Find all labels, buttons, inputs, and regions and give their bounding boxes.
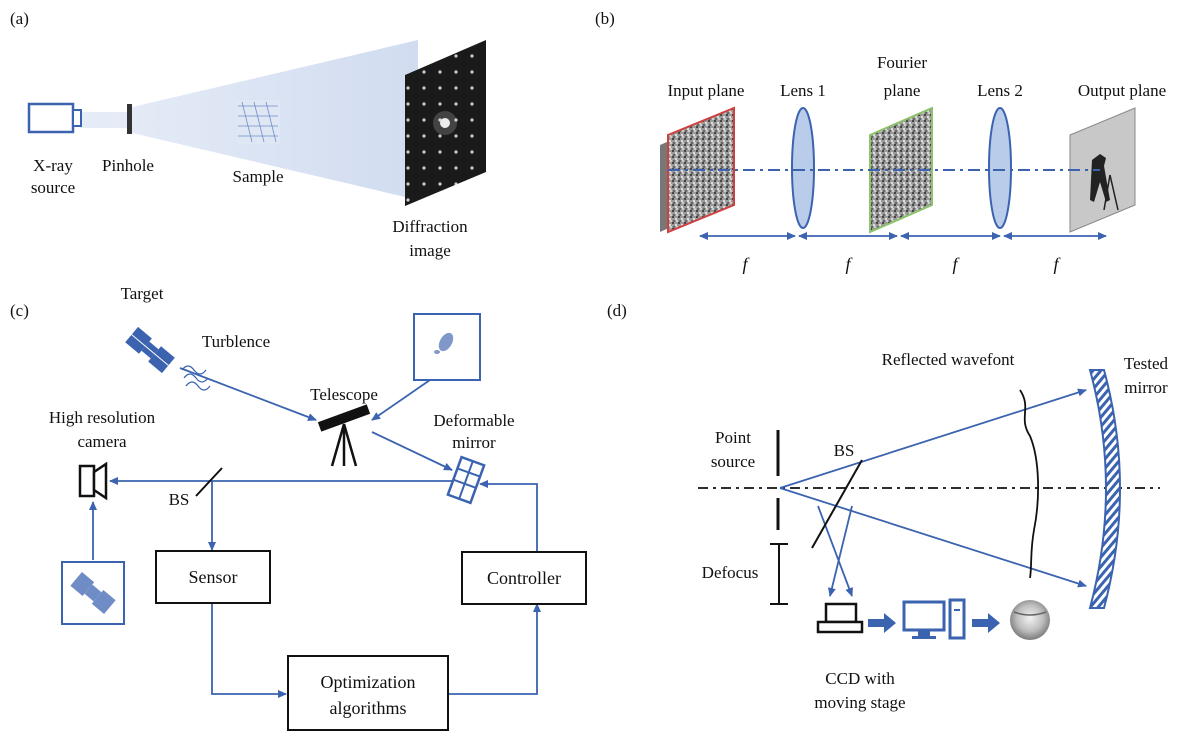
bs-label-c: BS — [169, 490, 190, 509]
ccd-label-2: moving stage — [814, 693, 905, 712]
pinhole-label: Pinhole — [102, 156, 154, 175]
beam-splitter-d — [811, 459, 863, 549]
xray-source-icon — [27, 102, 82, 134]
defocus-label: Defocus — [702, 563, 759, 582]
beam-splitter-c — [195, 467, 223, 497]
xray-source-label-1: X-ray — [33, 156, 73, 175]
pinhole-icon — [127, 104, 132, 134]
deformable-mirror-icon — [446, 455, 486, 505]
diffraction-label-1: Diffraction — [392, 217, 468, 236]
focal-label-3: f — [952, 254, 960, 274]
turbulence-label: Turblence — [202, 332, 270, 351]
camera-label-2: camera — [77, 432, 127, 451]
controller-to-mirror — [479, 480, 538, 552]
bs-label-d: BS — [834, 441, 855, 460]
fourier-label-2: plane — [884, 81, 921, 100]
sensor-to-optimization — [211, 603, 287, 698]
diffraction-label-2: image — [409, 241, 451, 260]
telescope-label: Telescope — [310, 385, 378, 404]
optimization-label-2: algorithms — [330, 698, 407, 718]
arrow-ccd-to-computer — [868, 613, 896, 633]
point-source-label-2: source — [711, 452, 755, 471]
deformable-label-1: Deformable — [433, 411, 514, 430]
beam-telescope-to-mirror — [371, 431, 453, 471]
satellite-inset — [61, 561, 125, 625]
optimization-label-1: Optimization — [321, 672, 416, 692]
ray-down-2 — [817, 505, 853, 597]
fourier-label-1: Fourier — [877, 53, 927, 72]
xray-source-label-2: source — [31, 178, 75, 197]
defocus-indicator — [770, 543, 788, 605]
lens1-icon — [791, 107, 815, 229]
sensor-box: Sensor — [155, 550, 271, 604]
camera-icon — [78, 461, 108, 501]
optimization-box: Optimization algorithms — [287, 655, 449, 731]
panel-d-label: (d) — [607, 301, 627, 320]
beam-target-to-telescope — [179, 367, 317, 421]
output-plane-label: Output plane — [1078, 81, 1166, 100]
tested-mirror-icon — [1088, 369, 1121, 609]
tested-label-2: mirror — [1124, 378, 1168, 397]
controller-label: Controller — [487, 568, 561, 588]
focal-label-1: f — [742, 254, 750, 274]
ray-down-1 — [828, 505, 853, 597]
panel-c: (c) Target Turblence Telescope Deformabl… — [10, 284, 587, 731]
input-plane-label: Input plane — [668, 81, 745, 100]
wavefront-curve — [1019, 389, 1039, 579]
focal-label-2: f — [845, 254, 853, 274]
panel-b: (b) Input plane Lens 1 Fourier plane Len… — [595, 9, 1166, 274]
panel-a: (a) X-ray source Pinhole Sample Diffract… — [10, 9, 486, 260]
panel-c-label: (c) — [10, 301, 29, 320]
diffraction-image — [405, 40, 486, 206]
point-source-label-1: Point — [715, 428, 751, 447]
ray-lower — [779, 487, 1087, 588]
reflected-label: Reflected wavefont — [882, 350, 1015, 369]
ray-upper — [779, 388, 1087, 489]
panel-b-label: (b) — [595, 9, 615, 28]
sensor-label: Sensor — [189, 567, 238, 587]
satellite-icon — [125, 326, 175, 374]
optimization-to-controller — [414, 603, 541, 695]
controller-box: Controller — [461, 551, 587, 605]
focal-label-4: f — [1053, 254, 1061, 274]
ccd-icon — [816, 602, 864, 634]
computer-icon — [902, 598, 966, 640]
interferogram-result-icon — [1010, 600, 1050, 640]
camera-label-1: High resolution — [49, 408, 156, 427]
lens2-label: Lens 2 — [977, 81, 1023, 100]
telescope-icon — [317, 404, 371, 467]
panel-d: (d) Reflected wavefont Tested mirror Poi… — [607, 301, 1169, 712]
sample-lattice-icon — [236, 100, 280, 144]
panel-a-label: (a) — [10, 9, 29, 28]
turbulence-waves-icon — [181, 365, 211, 391]
inset-pointer — [371, 379, 431, 421]
output-plane-image — [1069, 107, 1136, 233]
arrow-computer-to-result — [972, 613, 1000, 633]
tested-label-1: Tested — [1124, 354, 1169, 373]
lens1-label: Lens 1 — [780, 81, 826, 100]
blurred-image-inset — [413, 313, 481, 381]
sample-label: Sample — [233, 167, 284, 186]
ccd-label-1: CCD with — [825, 669, 895, 688]
deformable-label-2: mirror — [452, 433, 496, 452]
lens2-icon — [988, 107, 1012, 229]
target-label: Target — [121, 284, 164, 303]
